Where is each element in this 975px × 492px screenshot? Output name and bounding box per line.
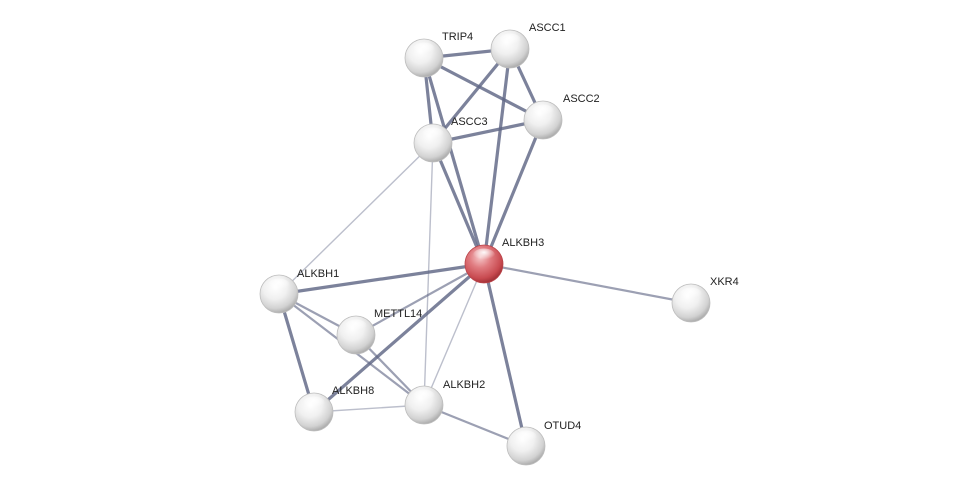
edge-ascc3-alkbh3 xyxy=(431,141,486,266)
node-ascc3[interactable]: ASCC3 xyxy=(413,116,488,163)
node-highlight xyxy=(345,319,367,333)
node-highlight xyxy=(413,389,435,403)
node-alkbh1[interactable]: ALKBH1 xyxy=(259,268,339,314)
node-alkbh3[interactable]: ALKBH3 xyxy=(464,237,544,284)
edge-trip4-ascc2 xyxy=(422,56,545,122)
edge-ascc1-alkbh3 xyxy=(482,47,512,266)
node-label-xkr4: XKR4 xyxy=(710,276,739,288)
node-highlight xyxy=(473,248,495,262)
node-highlight xyxy=(268,278,290,292)
node-label-ascc1: ASCC1 xyxy=(529,22,566,34)
node-label-otud4: OTUD4 xyxy=(544,420,581,432)
node-label-alkbh1: ALKBH1 xyxy=(297,268,339,280)
node-label-ascc3: ASCC3 xyxy=(451,116,488,128)
node-label-trip4: TRIP4 xyxy=(442,31,473,43)
node-alkbh8[interactable]: ALKBH8 xyxy=(294,385,374,432)
edge-trip4-alkbh3 xyxy=(422,56,486,266)
node-trip4[interactable]: TRIP4 xyxy=(404,31,473,78)
node-label-alkbh3: ALKBH3 xyxy=(502,237,544,249)
node-ascc1[interactable]: ASCC1 xyxy=(490,22,566,69)
edge-alkbh3-alkbh8 xyxy=(312,262,486,414)
node-label-ascc2: ASCC2 xyxy=(563,93,600,105)
node-xkr4[interactable]: XKR4 xyxy=(671,276,739,323)
edge-ascc3-alkbh2 xyxy=(423,142,434,406)
edge-alkbh3-mettl14 xyxy=(354,262,486,337)
node-mettl14[interactable]: METTL14 xyxy=(336,308,422,355)
node-highlight xyxy=(499,33,521,47)
node-label-alkbh2: ALKBH2 xyxy=(443,379,485,391)
edge-alkbh1-alkbh8 xyxy=(277,292,316,414)
edge-alkbh3-alkbh1 xyxy=(277,262,486,296)
edge-ascc2-alkbh3 xyxy=(482,118,545,266)
node-highlight xyxy=(680,287,702,301)
node-ascc2[interactable]: ASCC2 xyxy=(523,93,600,140)
node-highlight xyxy=(532,104,554,118)
node-highlight xyxy=(422,127,444,141)
node-otud4[interactable]: OTUD4 xyxy=(506,420,581,466)
edge-alkbh3-otud4 xyxy=(482,262,528,448)
edge-ascc1-ascc3 xyxy=(431,47,512,145)
node-highlight xyxy=(303,396,325,410)
edge-alkbh3-alkbh2 xyxy=(423,263,485,406)
edge-alkbh3-xkr4 xyxy=(482,262,693,305)
node-highlight xyxy=(515,430,537,444)
node-label-mettl14: METTL14 xyxy=(374,308,422,320)
node-highlight xyxy=(413,42,435,56)
edge-ascc3-alkbh1 xyxy=(278,142,434,295)
node-alkbh2[interactable]: ALKBH2 xyxy=(404,379,485,425)
node-label-alkbh8: ALKBH8 xyxy=(332,385,374,397)
